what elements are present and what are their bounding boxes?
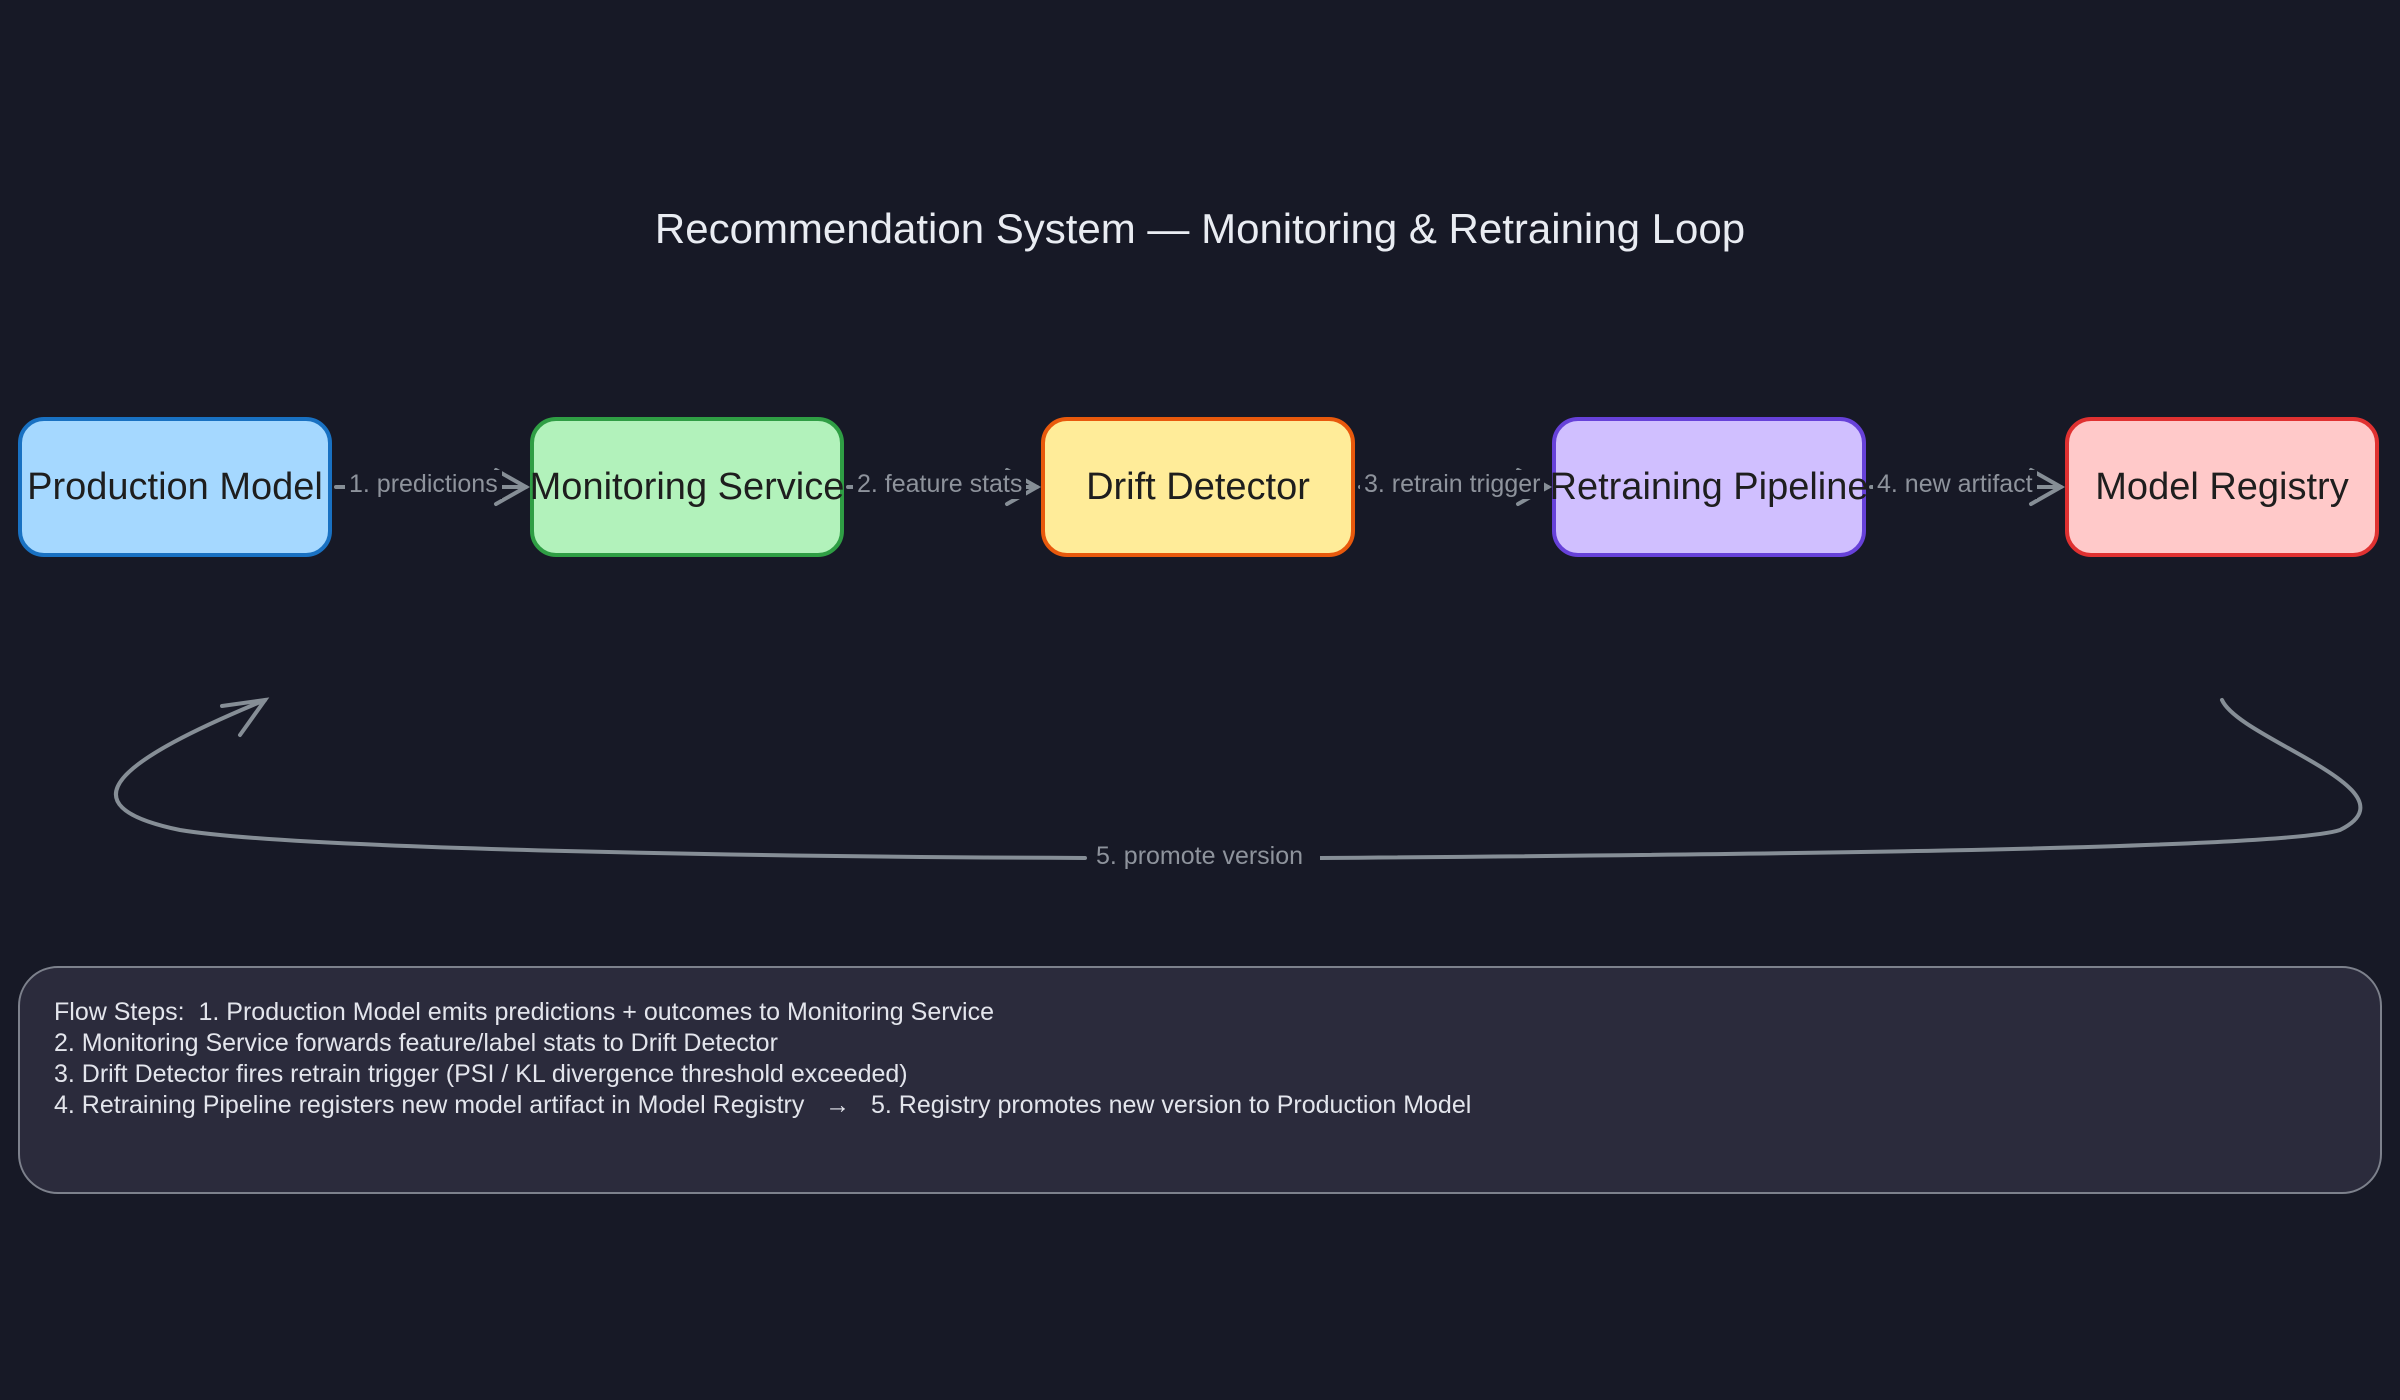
node-drift-detector[interactable]: Drift Detector [1041, 417, 1355, 557]
edge-label-retrain-trigger: 3. retrain trigger [1360, 470, 1545, 499]
diagram-title: Recommendation System — Monitoring & Ret… [654, 205, 1746, 252]
note-line: 4. Retraining Pipeline registers new mod… [54, 1091, 1472, 1119]
node-monitoring-service[interactable]: Monitoring Service [530, 417, 844, 557]
node-retraining-pipeline[interactable]: Retraining Pipeline [1549, 417, 1869, 557]
edge-label-promote-version: 5. promote version [1092, 842, 1308, 871]
edge-5-loop-line [113, 698, 2363, 860]
node-model-registry[interactable]: Model Registry [2065, 417, 2379, 557]
edge-4-arrowhead [2029, 468, 2066, 506]
edge-1-arrowhead [494, 468, 531, 506]
edge-label-predictions: 1. predictions [345, 470, 502, 499]
node-production-model[interactable]: Production Model [18, 417, 332, 557]
node-label: Production Model [27, 465, 323, 508]
note-line: 2. Monitoring Service forwards feature/l… [54, 1029, 778, 1057]
flow-steps-note[interactable]: Flow Steps: 1. Production Model emits pr… [18, 966, 2382, 1194]
note-line: Flow Steps: 1. Production Model emits pr… [54, 998, 995, 1026]
node-label: Model Registry [2095, 465, 2349, 508]
edge-label-new-artifact: 4. new artifact [1873, 470, 2037, 499]
node-label: Monitoring Service [529, 465, 845, 508]
note-line: 3. Drift Detector fires retrain trigger … [54, 1060, 908, 1088]
node-label: Retraining Pipeline [1549, 465, 1869, 508]
edge-label-feature-stats: 2. feature stats [853, 470, 1027, 499]
edge-5-arrowhead [220, 697, 270, 737]
node-label: Drift Detector [1086, 465, 1310, 508]
